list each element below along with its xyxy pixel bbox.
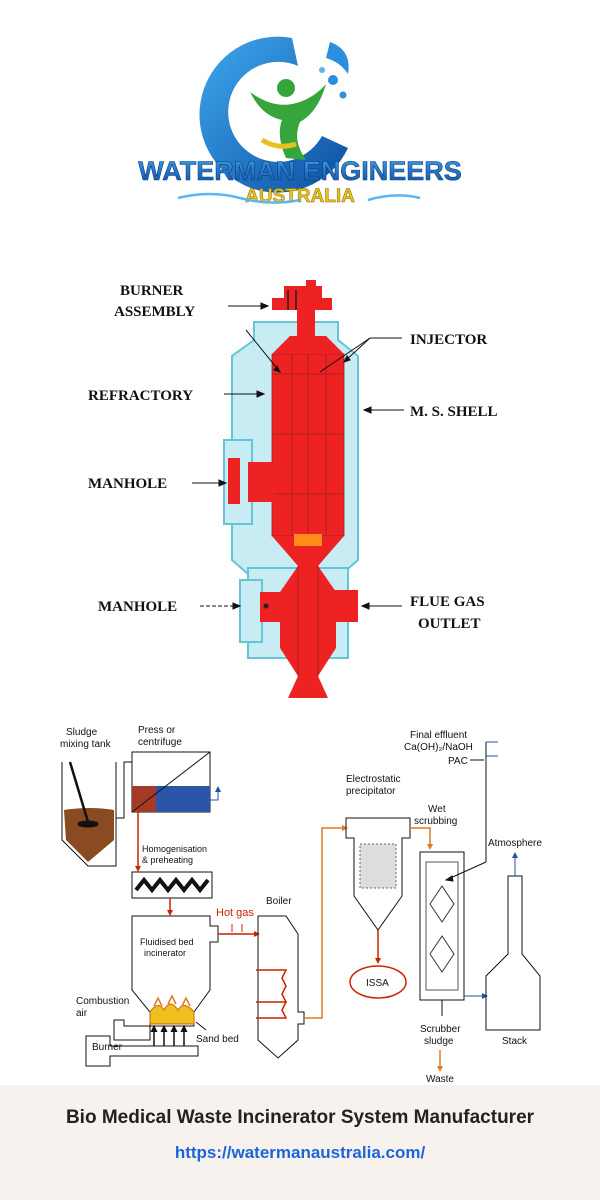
label-esp-1: Electrostatic [346,774,400,785]
combustion-air-inlet [113,1019,151,1041]
label-scrubber-sludge-1: Scrubber [420,1024,461,1035]
stack [485,875,541,1031]
label-waste: Waste [426,1074,454,1085]
upper-manhole-door [248,462,274,502]
label-burner-assembly-1: BURNER [120,283,184,299]
boiler [257,915,305,1059]
label-boiler: Boiler [266,896,292,907]
label-injector: INJECTOR [410,332,487,348]
lower-manhole-flange [239,579,263,643]
process-flow-labels: Sludge mixing tank Press or centrifuge H… [60,725,542,1085]
label-fluidised-bed-1: Fluidised bed [140,937,194,947]
label-scrubber-sludge-2: sludge [424,1036,454,1047]
logo-wave-left [177,192,301,204]
burner-nozzle [306,280,316,288]
label-press-2: centrifuge [138,737,182,748]
label-flue-gas-outlet-1: FLUE GAS [410,594,485,610]
footer-title: Bio Medical Waste Incinerator System Man… [65,1107,535,1128]
label-sludge-tank-2: mixing tank [60,739,112,750]
label-refractory: REFRACTORY [88,388,193,404]
throat-orifice [294,534,322,546]
wet-scrubber [419,851,465,1001]
label-burner-assembly-2: ASSEMBLY [114,304,195,320]
chamber-top [272,336,344,354]
process-flow-diagram [61,741,541,1072]
diagram-leader-lines [192,302,404,610]
logo-text-line1: WATERMAN ENGINEERS [138,156,462,186]
label-esp-2: precipitator [346,786,396,797]
label-hot-gas: Hot gas [216,907,254,919]
label-sludge-tank-1: Sludge [66,727,98,738]
flue-gas-duct [334,590,358,622]
label-stack: Stack [502,1036,528,1047]
label-burner: Burner [92,1042,123,1053]
burner [85,1035,199,1067]
label-flue-gas-outlet-2: OUTLET [418,616,481,632]
incinerator-diagram: BURNER ASSEMBLY INJECTOR REFRACTORY M. S… [88,280,498,698]
label-press-1: Press or [138,725,176,736]
label-manhole-upper: MANHOLE [88,476,167,492]
label-final-effluent: Final effluent [410,730,467,741]
label-sand-bed: Sand bed [196,1034,239,1045]
logo-text-line2: AUSTRALIA [245,186,355,207]
label-issa: ISSA [366,978,389,989]
label-wet-scrubbing-1: Wet [428,804,446,815]
label-fluidised-bed-2: incinerator [144,948,186,958]
label-atmosphere: Atmosphere [488,838,542,849]
lower-chamber [280,566,336,676]
upper-manhole-cover [228,458,240,504]
sludge-contents [64,808,114,862]
label-homogenisation-1: Homogenisation [142,844,207,854]
label-combustion-air-1: Combustion [76,996,129,1007]
label-wet-scrubbing-2: scrubbing [414,816,457,827]
sludge-mixing-tank [61,762,117,867]
label-ms-shell: M. S. SHELL [410,404,498,420]
label-manhole-lower: MANHOLE [98,599,177,615]
burner-assembly [272,298,332,310]
label-homogenisation-2: & preheating [142,855,193,865]
burner-head [284,286,322,300]
label-caoh-naoh: Ca(OH)₂/NaOH [404,742,473,753]
website-link[interactable]: https://watermanaustralia.com/ [174,1143,426,1162]
footer-banner [0,1085,600,1200]
chamber-throat [272,536,344,566]
logo-wave-right [367,194,421,202]
ash-cone [288,676,328,698]
company-logo: WATERMAN ENGINEERS AUSTRALIA [138,36,462,207]
label-combustion-air-2: air [76,1008,88,1019]
issa-output [349,965,407,999]
label-pac: PAC [448,756,468,767]
logo-emblem [199,36,349,193]
lower-manhole-door [260,592,282,622]
